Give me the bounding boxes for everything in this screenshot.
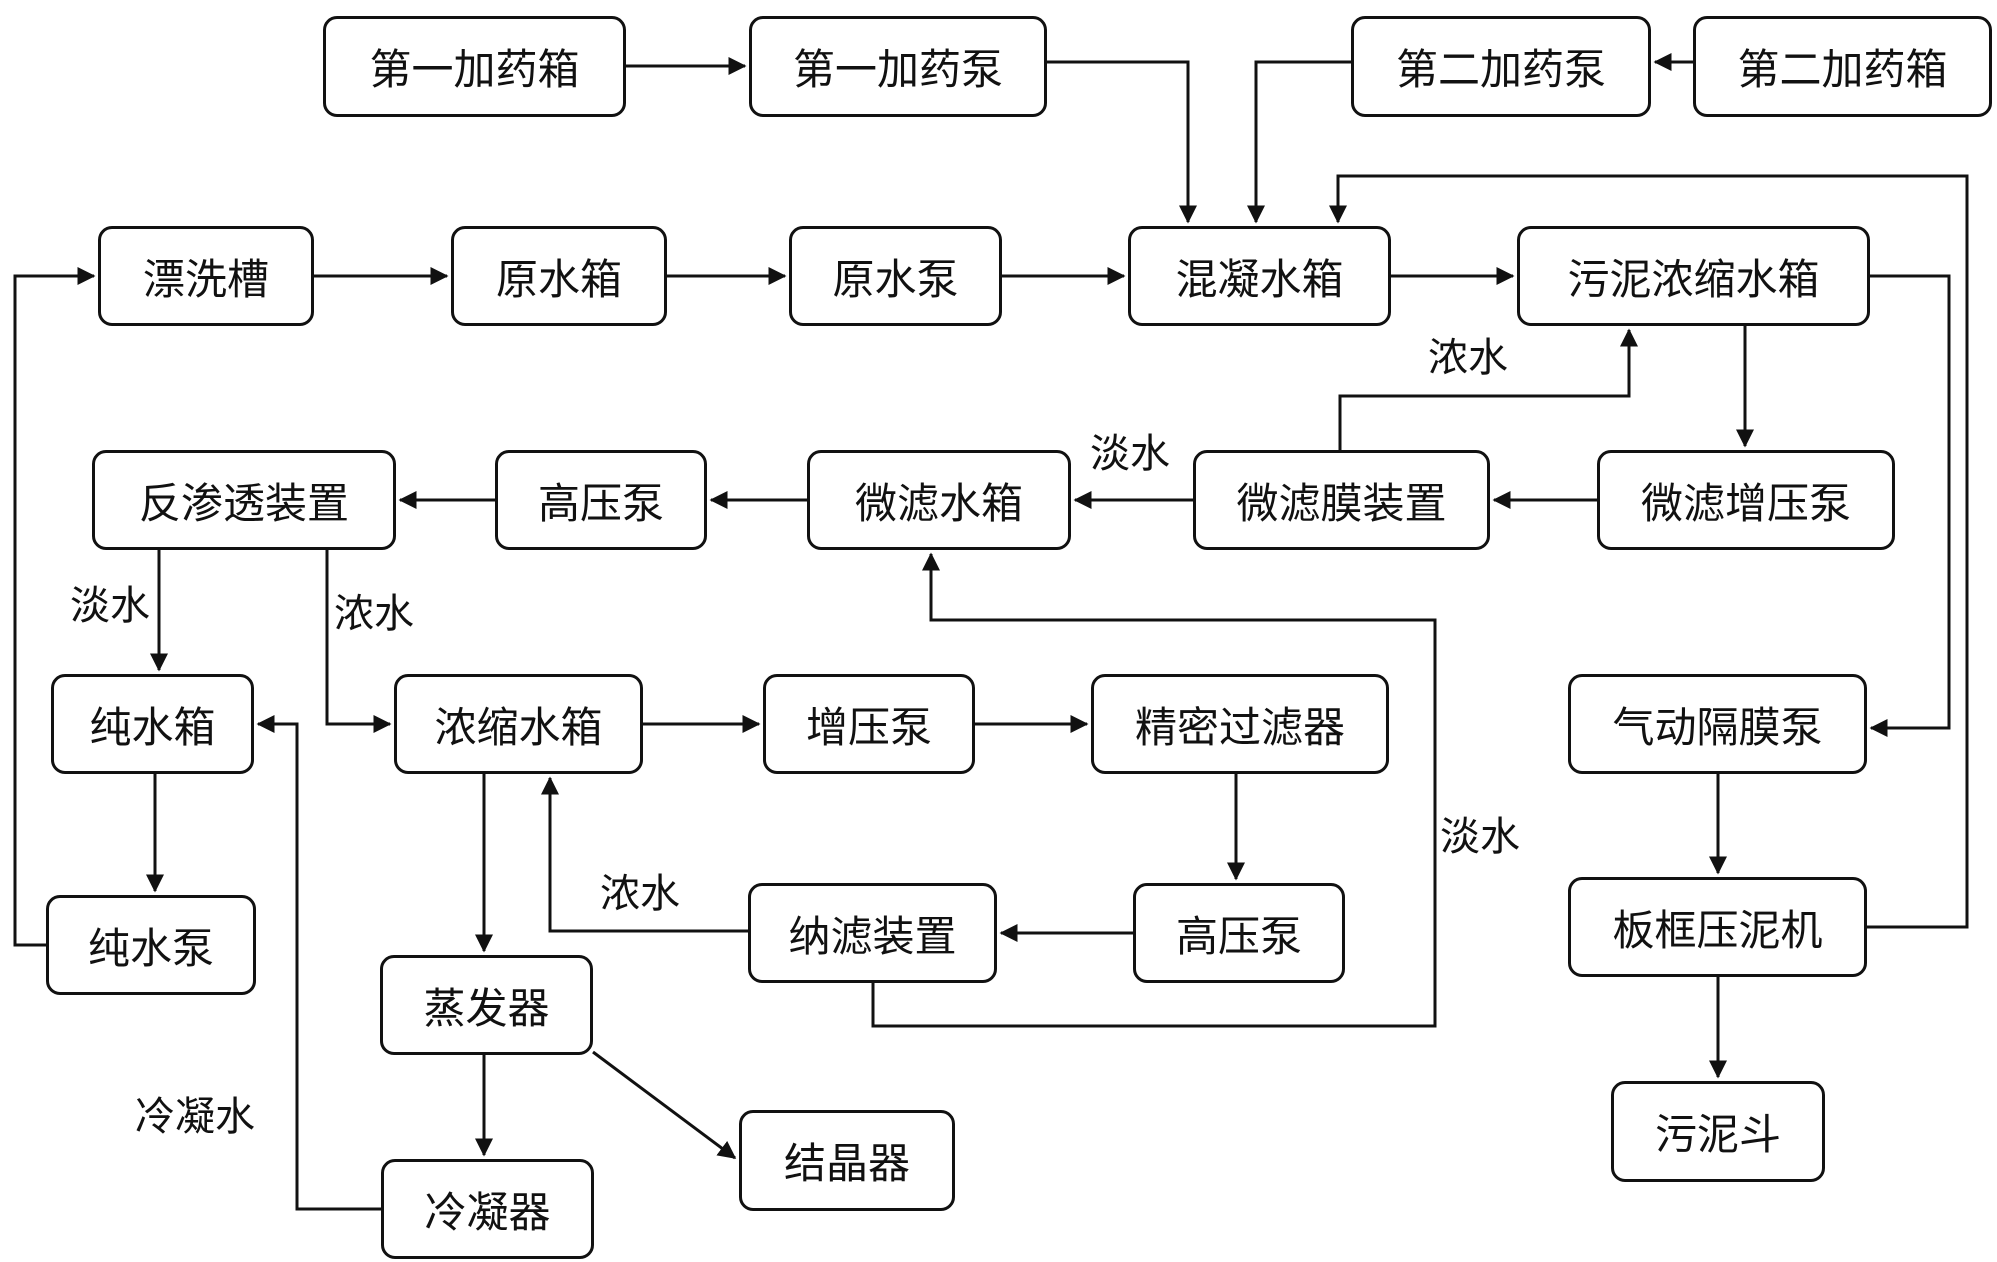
label-mf-permeate: 淡水 <box>1090 431 1170 477</box>
booster-pump: 增压泵 <box>763 674 975 774</box>
nf-unit: 纳滤装置 <box>748 883 997 983</box>
diaphragm-pump: 气动隔膜泵 <box>1568 674 1867 774</box>
concentrate-tank: 浓缩水箱 <box>394 674 643 774</box>
sludge-thickening-tank: 污泥浓缩水箱 <box>1517 226 1870 326</box>
filter-press: 板框压泥机 <box>1568 877 1867 977</box>
raw-water-pump: 原水泵 <box>789 226 1002 326</box>
mf-booster-pump: 微滤增压泵 <box>1597 450 1895 550</box>
edge-nf-permeate-to-mf-tank <box>871 552 1437 1028</box>
hp-pump-1: 高压泵 <box>495 450 707 550</box>
dosing-pump-1: 第一加药泵 <box>749 16 1047 117</box>
pure-water-tank: 纯水箱 <box>51 674 254 774</box>
pure-water-pump: 纯水泵 <box>46 895 256 995</box>
edge-sludge-tank-to-diaphragm <box>1869 274 1951 737</box>
edge-condenser-to-pure-tank <box>256 715 381 1211</box>
coagulation-tank: 混凝水箱 <box>1128 226 1391 326</box>
dosing-tank-2: 第二加药箱 <box>1693 16 1992 117</box>
evaporator: 蒸发器 <box>380 955 593 1055</box>
edge-pump-1-to-coagulation <box>1047 60 1197 224</box>
edge-mf-concentrate-to-sludge-tank <box>1338 328 1638 450</box>
crystallizer: 结晶器 <box>739 1110 955 1211</box>
rinse-tank: 漂洗槽 <box>98 226 314 326</box>
label-ro-permeate: 淡水 <box>70 583 150 629</box>
label-mf-concentrate: 浓水 <box>1428 335 1508 381</box>
ro-unit: 反渗透装置 <box>92 450 396 550</box>
label-nf-permeate: 淡水 <box>1440 814 1520 860</box>
edge-evaporator-to-crystallizer <box>592 1050 737 1160</box>
sludge-hopper: 污泥斗 <box>1611 1081 1825 1182</box>
label-ro-concentrate: 浓水 <box>334 591 414 637</box>
condenser: 冷凝器 <box>381 1159 594 1259</box>
edge-nf-concentrate-to-concentrate-tank <box>541 776 748 933</box>
label-nf-concentrate: 浓水 <box>600 871 680 917</box>
mf-water-tank: 微滤水箱 <box>807 450 1071 550</box>
dosing-pump-2: 第二加药泵 <box>1351 16 1651 117</box>
hp-pump-2: 高压泵 <box>1133 883 1345 983</box>
edge-pump-2-to-coagulation <box>1247 60 1351 224</box>
mf-membrane-unit: 微滤膜装置 <box>1193 450 1490 550</box>
edge-pure-pump-to-rinse <box>13 267 96 947</box>
raw-water-tank: 原水箱 <box>451 226 667 326</box>
label-condensate: 冷凝水 <box>135 1094 255 1140</box>
edge-press-filtrate-to-coagulation <box>1329 174 1969 929</box>
edge-ro-to-concentrate-tank <box>325 550 392 733</box>
dosing-tank-1: 第一加药箱 <box>323 16 626 117</box>
precision-filter: 精密过滤器 <box>1091 674 1389 774</box>
